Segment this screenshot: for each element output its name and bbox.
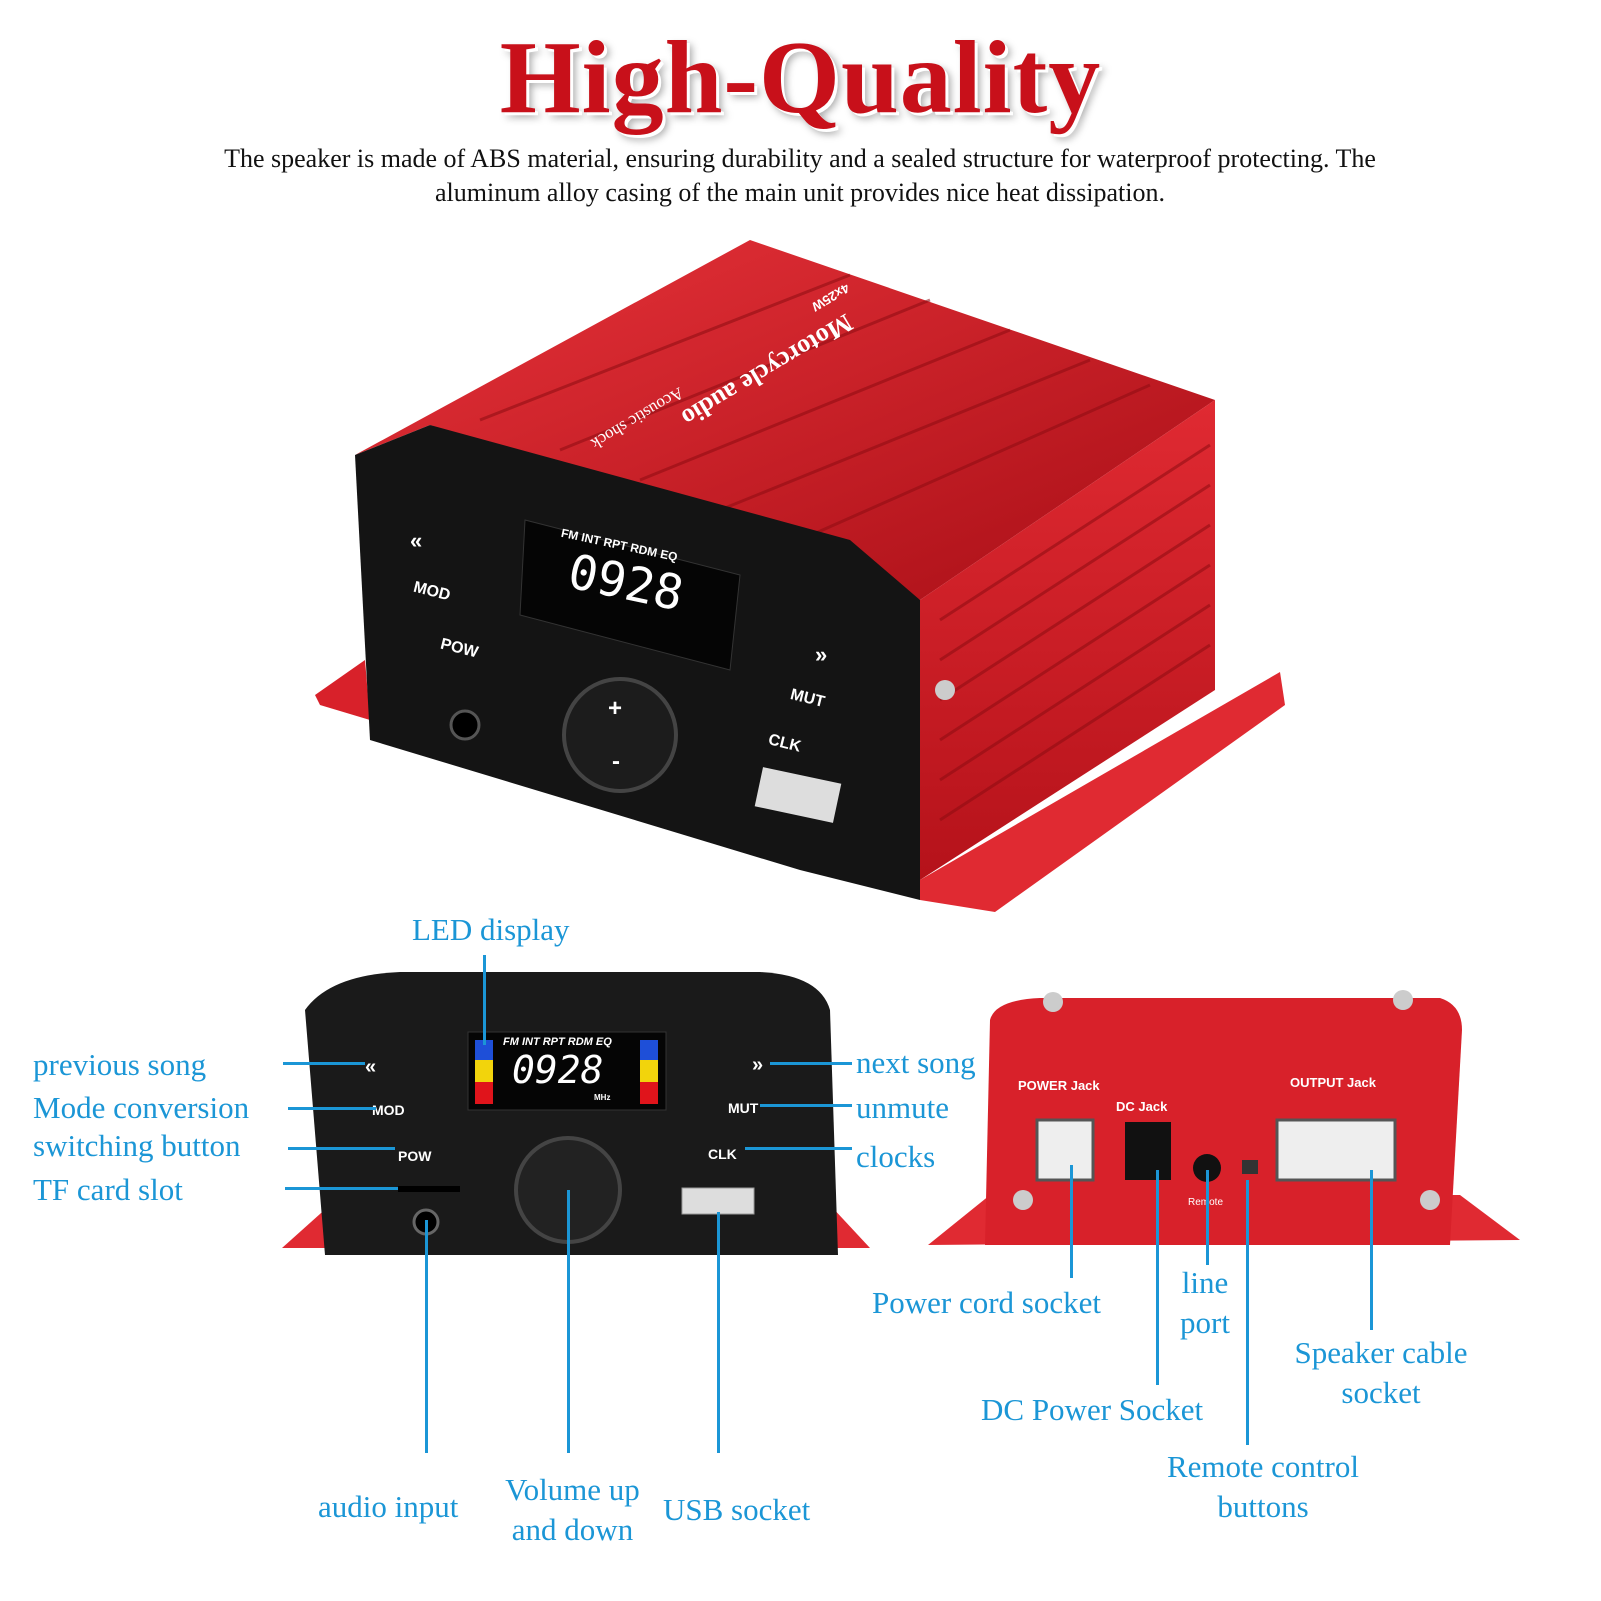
front-view-tf-slot [398, 1186, 460, 1192]
fv-mut-button[interactable]: MUT [728, 1100, 759, 1116]
label-tf-card-slot: TF card slot [33, 1172, 183, 1207]
leader-unmute [760, 1104, 852, 1107]
page-title: High-Quality [499, 20, 1102, 135]
back-view-panel [985, 998, 1462, 1245]
screw [935, 680, 955, 700]
label-speaker-line-1: Speaker cable [1294, 1335, 1468, 1370]
leader-dc-power [1156, 1170, 1159, 1385]
front-view-lcd [467, 1031, 667, 1111]
label-volume-line-2: and down [511, 1512, 634, 1547]
mount-flange-right [920, 672, 1285, 912]
fv-pow-button[interactable]: POW [398, 1148, 432, 1164]
label-speaker-line-2: socket [1341, 1375, 1421, 1410]
label-audio-input: audio input [318, 1489, 459, 1524]
label-volume-line-1: Volume up [505, 1472, 640, 1507]
label-line-port: line port [1160, 1263, 1250, 1343]
line-port-socket [1193, 1154, 1221, 1182]
leader-line-port [1206, 1170, 1209, 1265]
fv-lcd-unit: MHz [594, 1093, 611, 1102]
leader-volume [567, 1190, 570, 1453]
leader-clocks [745, 1147, 852, 1150]
label-remote-line-1: Remote control [1167, 1449, 1359, 1484]
subtitle-line-1: The speaker is made of ABS material, ens… [224, 144, 1376, 173]
front-view-usb [681, 1187, 755, 1215]
leader-remote [1246, 1180, 1249, 1445]
subtitle: The speaker is made of ABS material, ens… [100, 142, 1500, 210]
label-line-port-line-1: line [1181, 1265, 1229, 1300]
label-previous-song: previous song [33, 1047, 207, 1082]
lcd-screen [519, 519, 741, 671]
subtitle-line-2: aluminum alloy casing of the main unit p… [434, 178, 1166, 207]
audio-jack [449, 709, 481, 741]
label-clocks: clocks [856, 1139, 936, 1174]
leader-usb [717, 1212, 720, 1453]
leader-mode-conversion [288, 1107, 376, 1110]
heatsink-side [920, 400, 1215, 880]
label-remote-control: Remote control buttons [1145, 1447, 1381, 1527]
label-remote-line-2: buttons [1217, 1489, 1309, 1524]
prev-button[interactable]: « [410, 528, 423, 553]
label-line-port-line-2: port [1180, 1305, 1230, 1340]
label-volume: Volume up and down [490, 1470, 655, 1550]
fv-next-button[interactable]: » [752, 1054, 764, 1076]
volume-up-button[interactable]: + [608, 695, 623, 722]
fv-lcd-indicators: FM INT RPT RDM EQ [503, 1036, 612, 1048]
label-next-song: next song [856, 1045, 976, 1080]
label-speaker-cable-socket: Speaker cable socket [1275, 1333, 1487, 1413]
mount-flange-left [315, 660, 370, 720]
leader-speaker [1370, 1170, 1373, 1330]
label-dc-power-socket: DC Power Socket [981, 1392, 1204, 1427]
leader-power-cord [1070, 1165, 1073, 1278]
next-button[interactable]: » [815, 642, 828, 667]
volume-knob [562, 677, 678, 793]
front-view-panel [305, 972, 838, 1255]
usb-port [754, 767, 842, 823]
fv-prev-button[interactable]: « [365, 1056, 377, 1078]
remote-button [1242, 1160, 1258, 1174]
leader-next-song [770, 1062, 852, 1065]
dc-jack-socket [1125, 1122, 1171, 1180]
label-switching-button: switching button [33, 1128, 241, 1163]
power-jack-socket [1035, 1118, 1095, 1182]
output-jack-label: OUTPUT Jack [1290, 1075, 1376, 1090]
label-usb-socket: USB socket [663, 1492, 811, 1527]
dc-jack-label: DC Jack [1116, 1099, 1168, 1114]
leader-previous-song [283, 1062, 365, 1065]
fv-lcd-frequency: 0928 [512, 1048, 604, 1092]
volume-down-button[interactable]: - [612, 748, 620, 775]
fv-clk-button[interactable]: CLK [708, 1146, 737, 1162]
leader-switching-button [288, 1147, 395, 1150]
leader-audio-input [425, 1220, 428, 1453]
fv-mod-button[interactable]: MOD [372, 1102, 405, 1118]
label-led-display: LED display [412, 912, 570, 947]
label-unmute: unmute [856, 1090, 949, 1125]
leader-tf-card [285, 1187, 398, 1190]
label-power-cord-socket: Power cord socket [872, 1285, 1101, 1320]
power-jack-label: POWER Jack [1018, 1078, 1100, 1093]
front-view-eq-bars [475, 1040, 658, 1104]
label-mode-conversion: Mode conversion [33, 1090, 250, 1125]
output-jack-socket [1275, 1118, 1397, 1182]
remote-label: Remote [1188, 1197, 1223, 1208]
leader-led-display [483, 955, 486, 1045]
